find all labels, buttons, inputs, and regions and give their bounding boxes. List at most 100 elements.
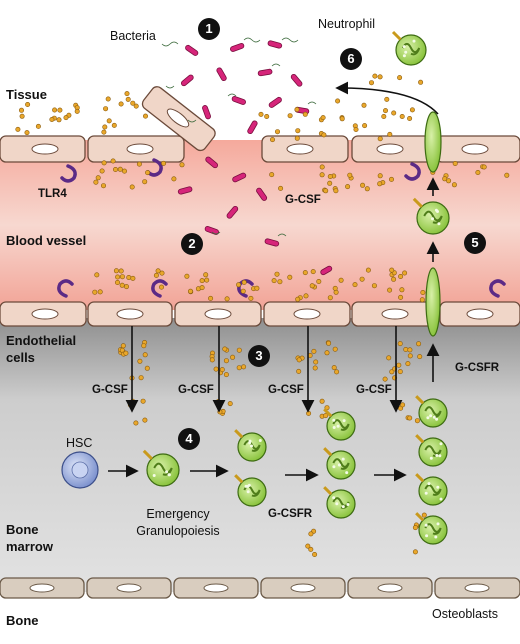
gcsf-dot — [223, 358, 229, 364]
gcsf-dot — [236, 365, 242, 371]
gcsf-dot — [372, 73, 378, 79]
step-6-badge: 6 — [340, 48, 362, 70]
gcsf-dot — [137, 358, 143, 364]
gcsf-particles — [15, 73, 510, 557]
gcsf-dot — [371, 283, 377, 289]
gcsf-dot — [365, 267, 371, 273]
label-gcsfr-marrow: G-CSFR — [268, 508, 313, 520]
gcsf-dot — [18, 107, 24, 113]
bacteria-cluster — [177, 40, 333, 276]
gcsf-dot — [309, 283, 315, 289]
gcsf-dot — [19, 113, 25, 119]
gcsf-dot — [446, 178, 452, 184]
label-gcsfr-right: G-CSFR — [455, 362, 500, 374]
gcsf-dot — [334, 369, 340, 375]
gcsf-dot — [339, 116, 345, 122]
gcsf-dot — [333, 188, 339, 194]
gcsf-dot — [133, 103, 139, 109]
gcsf-dot — [204, 277, 210, 283]
gcsf-dot — [320, 115, 326, 121]
gcsf-dot — [377, 74, 383, 80]
gcsf-dot — [94, 272, 100, 278]
neutrophils — [142, 30, 450, 545]
gcsf-dot — [347, 172, 353, 178]
gcsf-dot — [319, 398, 325, 404]
gcsf-dot — [105, 96, 111, 102]
gcsf-dot — [278, 185, 284, 191]
neutrophil-mature-3 — [323, 486, 356, 519]
gcsf-dot — [213, 366, 219, 372]
gcsf-dot — [391, 276, 397, 282]
neutrophil-circulating — [412, 197, 450, 235]
gcsf-dot — [302, 111, 308, 117]
gcsf-dot — [327, 180, 333, 186]
gcsf-dot — [248, 295, 254, 301]
gcsf-dot — [110, 158, 116, 164]
gcsf-dot — [224, 296, 230, 302]
gcsf-dot — [142, 352, 148, 358]
region-label-bone-marrow-line1: Bone — [6, 522, 39, 537]
gcsf-dot — [311, 348, 317, 354]
region-label-endothelial-line1: Endothelial — [6, 333, 77, 348]
gcsf-dot — [368, 80, 374, 86]
gcsf-dot — [418, 79, 424, 85]
gcsf-dot — [308, 531, 314, 537]
gcsf-dot — [397, 75, 403, 81]
gcsf-dot — [397, 341, 403, 347]
gcsf-dot — [409, 107, 415, 113]
gcsf-dot — [217, 409, 223, 415]
gcsf-dot — [138, 375, 144, 381]
lower-endothelium — [0, 301, 520, 327]
gcsf-dot — [481, 164, 487, 170]
gcsf-dot — [57, 107, 63, 113]
gcsf-dot — [101, 129, 107, 135]
gcsf-dot — [310, 269, 316, 275]
label-neutrophil: Neutrophil — [318, 17, 375, 31]
gcsf-dot — [236, 347, 242, 353]
step-3-badge: 3 — [248, 345, 270, 367]
gcsf-dot — [303, 293, 309, 299]
neutrophil-myelocyte-1 — [234, 429, 267, 462]
gcsf-dot — [313, 359, 319, 365]
gcsf-dot — [155, 268, 161, 274]
region-label-tissue: Tissue — [6, 87, 47, 102]
gcsf-dot — [407, 116, 413, 122]
gcsf-dot — [118, 268, 124, 274]
gcsf-dot — [345, 184, 351, 190]
gcsf-dot — [122, 168, 128, 174]
neutrophil-marrow-1 — [415, 395, 448, 428]
gcsf-dot — [95, 175, 101, 181]
gcsf-dot — [312, 365, 318, 371]
gcsf-dot — [101, 160, 107, 166]
gcsf-dot — [184, 273, 190, 279]
gcsf-dot — [399, 287, 405, 293]
gcsf-dot — [452, 161, 458, 167]
gcsf-dot — [400, 402, 406, 408]
label-gcsf-vessel: G-CSF — [285, 194, 321, 206]
gcsf-dot — [145, 170, 151, 176]
gcsf-dot — [222, 346, 228, 352]
gcsf-dot — [230, 354, 236, 360]
gcsf-dot — [159, 284, 165, 290]
gcsf-dot — [277, 279, 283, 285]
gcsf-dot — [396, 362, 402, 368]
gcsf-dot — [153, 272, 159, 278]
gcsf-dot — [130, 100, 136, 106]
gcsf-dot — [324, 350, 330, 356]
gcsf-dot — [101, 183, 107, 189]
gcsf-dot — [398, 294, 404, 300]
gcsf-dot — [142, 417, 148, 423]
gcsf-dot — [382, 108, 388, 114]
gcsf-dot — [125, 96, 131, 102]
gcsf-dot — [377, 181, 383, 187]
gcsf-dot — [332, 285, 338, 291]
gcsf-dot — [335, 98, 341, 104]
gcsf-dot — [136, 161, 142, 167]
gcsf-dot — [269, 137, 275, 143]
gcsf-dot — [399, 114, 405, 120]
gcsf-dot — [113, 268, 119, 274]
gcsf-dot — [319, 164, 325, 170]
gcsf-dot — [106, 118, 112, 124]
